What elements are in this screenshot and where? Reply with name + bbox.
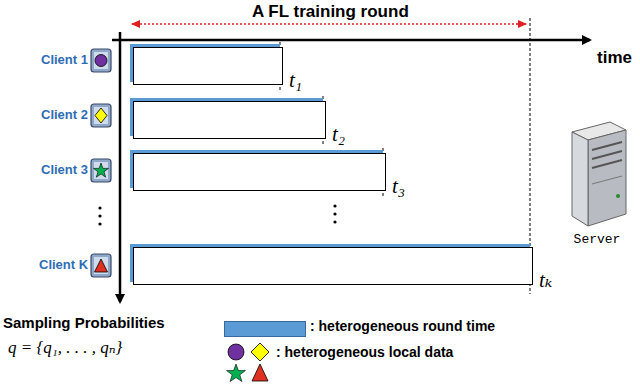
- client-icon: [91, 254, 111, 277]
- legend-text: : heterogeneous round time: [310, 318, 495, 334]
- client-label: Client K: [39, 257, 88, 272]
- time-axis: [112, 39, 590, 42]
- client-label: Client 2: [41, 107, 88, 122]
- round-time-label: t₂: [332, 124, 345, 145]
- bar-outline: [133, 153, 386, 191]
- round-time-bar: tₖ: [130, 244, 530, 282]
- round-time-label: t₁: [289, 70, 302, 91]
- legend-text: : heterogeneous local data: [276, 344, 453, 360]
- round-span-arrow: [132, 23, 526, 25]
- client-icon: [91, 49, 111, 72]
- bar-outline: [133, 47, 283, 85]
- diagram-title: A FL training round: [249, 2, 412, 22]
- client-icon: [91, 159, 111, 182]
- client-axis: [119, 32, 122, 302]
- sampling-heading: Sampling Probabilities: [3, 314, 165, 331]
- round-time-bar: t₁: [130, 44, 280, 82]
- client-icon: [91, 104, 111, 127]
- round-time-bar: t₂: [130, 98, 323, 136]
- server-label: Server: [560, 232, 634, 247]
- sampling-formula: q = {q₁, . . . , qₙ}: [8, 337, 122, 358]
- legend-swatch: [224, 321, 306, 337]
- server-icon: [560, 114, 634, 232]
- client-label: Client 1: [41, 52, 88, 67]
- bar-outline: [133, 247, 533, 285]
- round-time-bar: t₃: [130, 150, 383, 188]
- legend-shapes: [227, 343, 269, 382]
- bar-outline: [133, 101, 326, 139]
- client-label: Client 3: [41, 162, 88, 177]
- axis-label: time: [597, 48, 632, 68]
- ellipsis-dots: [98, 204, 336, 225]
- round-time-label: t₃: [392, 176, 405, 197]
- round-time-label: tₖ: [539, 270, 553, 291]
- server-node: Server: [560, 114, 634, 247]
